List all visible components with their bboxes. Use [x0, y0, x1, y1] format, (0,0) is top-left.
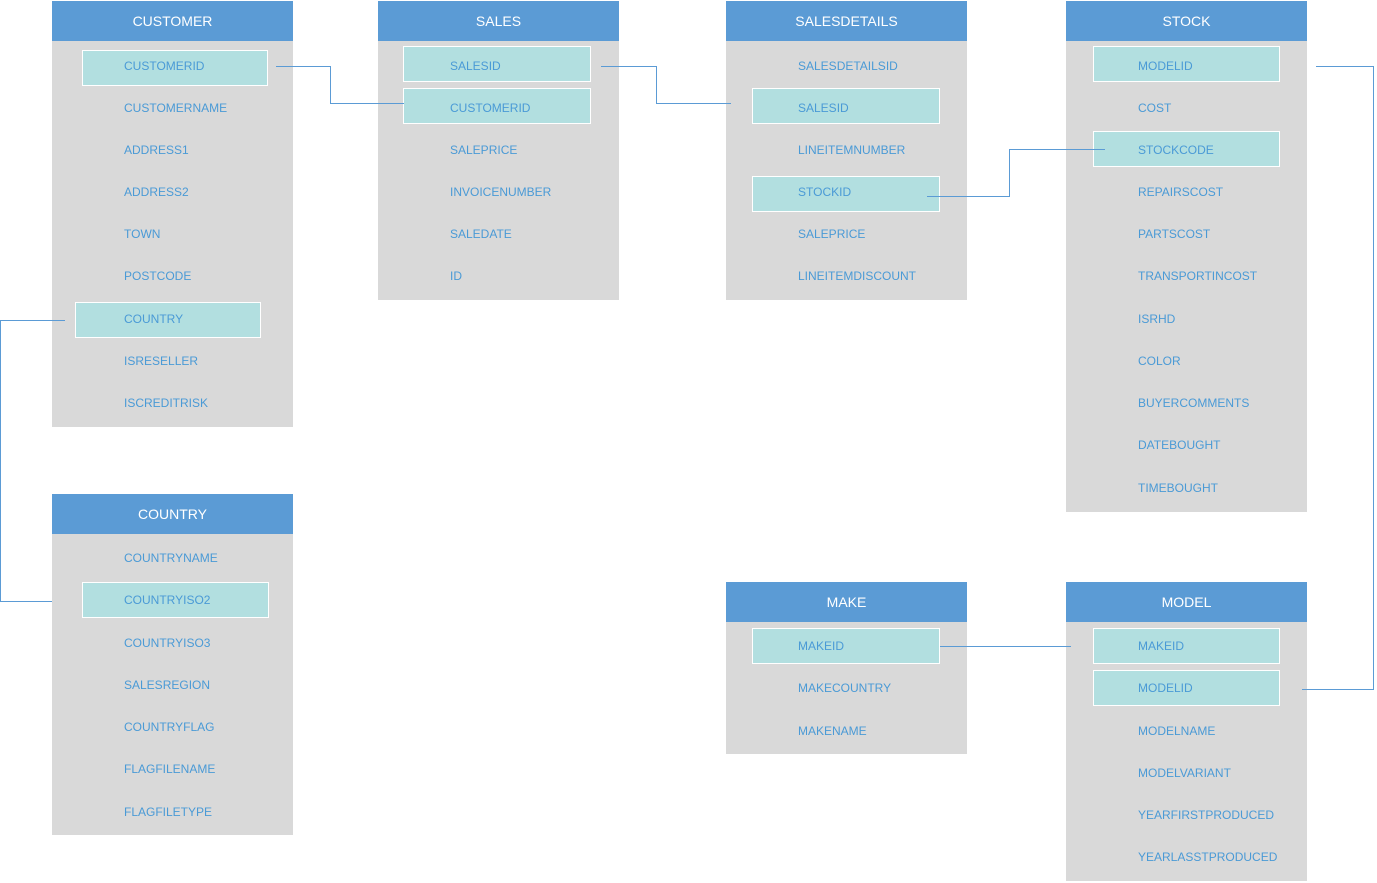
field-id[interactable]: ID: [450, 269, 462, 283]
field-makecountry[interactable]: MAKECOUNTRY: [798, 681, 892, 695]
entity-header-sales: SALES: [378, 1, 619, 41]
field-yearlasstproduced[interactable]: YEARLASSTPRODUCED: [1138, 850, 1278, 864]
field-stockid[interactable]: STOCKID: [798, 185, 852, 199]
entity-header-model: MODEL: [1066, 582, 1307, 622]
field-transportincost[interactable]: TRANSPORTINCOST: [1138, 269, 1258, 283]
field-isreseller[interactable]: ISRESELLER: [124, 354, 199, 368]
key-highlight: [82, 582, 269, 618]
field-isrhd[interactable]: ISRHD: [1138, 312, 1176, 326]
field-saledate[interactable]: SALEDATE: [450, 227, 512, 241]
field-flagfiletype[interactable]: FLAGFILETYPE: [124, 805, 213, 819]
key-highlight: [752, 628, 940, 664]
field-salesregion[interactable]: SALESREGION: [124, 678, 211, 692]
field-saleprice[interactable]: SALEPRICE: [798, 227, 866, 241]
field-address1[interactable]: ADDRESS1: [124, 143, 189, 157]
field-postcode[interactable]: POSTCODE: [124, 269, 192, 283]
field-stockcode[interactable]: STOCKCODE: [1138, 143, 1214, 157]
field-modelname[interactable]: MODELNAME: [1138, 724, 1216, 738]
field-town[interactable]: TOWN: [124, 227, 161, 241]
key-highlight: [1093, 628, 1280, 664]
field-countryiso3[interactable]: COUNTRYISO3: [124, 636, 211, 650]
field-invoicenumber[interactable]: INVOICENUMBER: [450, 185, 552, 199]
key-highlight: [1093, 670, 1280, 706]
entity-header-stock: STOCK: [1066, 1, 1307, 41]
field-modelid[interactable]: MODELID: [1138, 681, 1193, 695]
field-color[interactable]: COLOR: [1138, 354, 1181, 368]
entity-header-make: MAKE: [726, 582, 967, 622]
key-highlight: [82, 50, 268, 86]
field-address2[interactable]: ADDRESS2: [124, 185, 189, 199]
entity-model[interactable]: MODEL MAKEID MODELID MODELNAME MODELVARI…: [1066, 582, 1307, 881]
field-timebought[interactable]: TIMEBOUGHT: [1138, 481, 1218, 495]
key-highlight: [403, 88, 591, 124]
entity-sales[interactable]: SALES SALESID CUSTOMERID SALEPRICE INVOI…: [378, 1, 619, 300]
entity-header-salesdetails: SALESDETAILS: [726, 1, 967, 41]
entity-header-country: COUNTRY: [52, 494, 293, 534]
field-countryiso2[interactable]: COUNTRYISO2: [124, 593, 211, 607]
field-makeid[interactable]: MAKEID: [1138, 639, 1185, 653]
field-makename[interactable]: MAKENAME: [798, 724, 867, 738]
field-iscreditrisk[interactable]: ISCREDITRISK: [124, 396, 209, 410]
key-highlight: [75, 302, 261, 338]
key-highlight: [1093, 46, 1280, 82]
entity-customer[interactable]: CUSTOMER CUSTOMERID CUSTOMERNAME ADDRESS…: [52, 1, 293, 427]
field-makeid[interactable]: MAKEID: [798, 639, 845, 653]
field-countryname[interactable]: COUNTRYNAME: [124, 551, 218, 565]
connector-sales-salesdetails: [601, 66, 731, 104]
key-highlight: [752, 176, 940, 212]
field-country[interactable]: COUNTRY: [124, 312, 184, 326]
entity-make[interactable]: MAKE MAKEID MAKECOUNTRY MAKENAME: [726, 582, 967, 754]
field-cost[interactable]: COST: [1138, 101, 1172, 115]
field-lineitemdiscount[interactable]: LINEITEMDISCOUNT: [798, 269, 917, 283]
entity-salesdetails[interactable]: SALESDETAILS SALESDETAILSID SALESID LINE…: [726, 1, 967, 300]
field-customerid[interactable]: CUSTOMERID: [124, 59, 205, 73]
field-customername[interactable]: CUSTOMERNAME: [124, 101, 228, 115]
field-flagfilename[interactable]: FLAGFILENAME: [124, 762, 216, 776]
field-modelvariant[interactable]: MODELVARIANT: [1138, 766, 1231, 780]
field-datebought[interactable]: DATEBOUGHT: [1138, 438, 1221, 452]
field-saleprice[interactable]: SALEPRICE: [450, 143, 518, 157]
entity-header-customer: CUSTOMER: [52, 1, 293, 41]
connector-stock-model: [1302, 66, 1374, 690]
field-modelid[interactable]: MODELID: [1138, 59, 1193, 73]
field-yearfirstproduced[interactable]: YEARFIRSTPRODUCED: [1138, 808, 1275, 822]
field-customerid[interactable]: CUSTOMERID: [450, 101, 531, 115]
key-highlight: [1093, 131, 1280, 167]
key-highlight: [752, 88, 940, 124]
field-salesid[interactable]: SALESID: [450, 59, 501, 73]
key-highlight: [403, 46, 591, 82]
field-lineitemnumber[interactable]: LINEITEMNUMBER: [798, 143, 906, 157]
entity-stock[interactable]: STOCK MODELID COST STOCKCODE REPAIRSCOST…: [1066, 1, 1307, 512]
field-buyercomments[interactable]: BUYERCOMMENTS: [1138, 396, 1250, 410]
field-salesdetailsid[interactable]: SALESDETAILSID: [798, 59, 898, 73]
field-partscost[interactable]: PARTSCOST: [1138, 227, 1211, 241]
field-countryflag[interactable]: COUNTRYFLAG: [124, 720, 215, 734]
field-salesid[interactable]: SALESID: [798, 101, 849, 115]
field-repairscost[interactable]: REPAIRSCOST: [1138, 185, 1224, 199]
entity-country[interactable]: COUNTRY COUNTRYNAME COUNTRYISO2 COUNTRYI…: [52, 494, 293, 835]
